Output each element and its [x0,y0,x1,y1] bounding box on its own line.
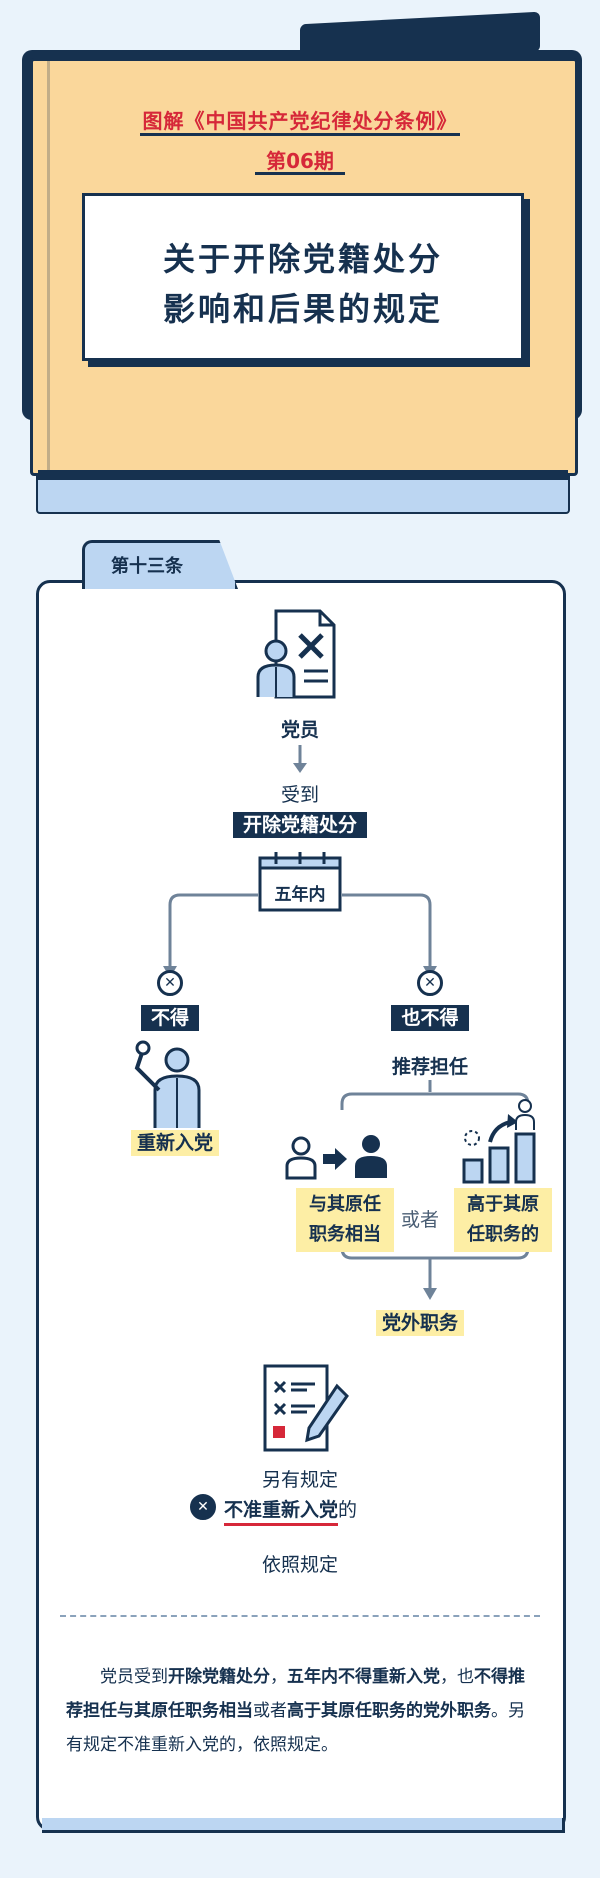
equal-position-icon [285,1135,387,1180]
no-rejoin-icon: ✕ [190,1494,216,1520]
para-seg-7: 高于其原任职务的党外职务 [287,1701,491,1721]
down-arrow-icon [293,745,307,773]
recommend-label: 推荐担任 [391,1056,468,1078]
receives-label: 受到 [280,784,319,806]
issue-number: 第06期 [266,149,334,173]
checklist-pencil-icon [263,1364,349,1452]
left-branch-label: 不得 [140,1005,199,1031]
para-seg-6: 或者 [253,1701,287,1721]
title-box: 关于开除党籍处分 影响和后果的规定 [82,193,524,361]
higher-position-icon [462,1099,536,1184]
option-b-wrap: 高于其原任职务的 [448,1188,558,1252]
no-rejoin-suffix: 的 [338,1499,358,1521]
right-deny-icon: ✕ [417,970,443,996]
issue-underline [255,172,345,175]
left-branch-result: 重新入党 [130,1130,219,1156]
expelled-document-icon [256,609,336,699]
rejoin-label-wrap: 重新入党 [120,1128,230,1156]
article-tab [82,540,238,589]
left-label-wrap: 不得 [130,1003,210,1031]
or-label: 或者 [400,1209,439,1231]
para-seg-1: 开除党籍处分 [168,1667,270,1687]
folder-shadow [38,470,568,480]
calendar-icon [258,852,342,912]
para-seg-5: 不得推荐担任与其原任职务相当 [66,1667,525,1721]
article-tab-label: 第十三条 [111,556,183,577]
branch-connector [163,893,437,978]
right-branch-label: 也不得 [391,1005,469,1031]
option-a-wrap: 与其原任职务相当 [290,1188,400,1252]
title-line-2: 影响和后果的规定 [162,290,443,328]
option-a-label: 与其原任职务相当 [296,1188,394,1252]
para-seg-2: ， [270,1667,287,1687]
series-underline [140,133,460,136]
option-b-label: 高于其原任职务的 [454,1188,552,1252]
member-label: 党员 [280,719,319,741]
no-rejoin-row: 不准重新入党的 [224,1495,358,1526]
outside-post-wrap: 党外职务 [360,1308,480,1336]
raising-hand-person-icon [134,1040,201,1128]
para-seg-8: 。另有规定不准重新入党的，依照规定。 [66,1701,525,1755]
para-seg-3: 五年内不得重新入党 [287,1667,440,1687]
divider [60,1615,540,1617]
right-label-wrap: 也不得 [370,1003,490,1031]
period-label: 五年内 [274,885,326,905]
article-card-shadow [42,1818,565,1833]
series-title: 图解《中国共产党纪律处分条例》 [142,109,458,133]
no-rejoin-label: 不准重新入党 [224,1499,339,1526]
article-paragraph: 党员受到开除党籍处分，五年内不得重新入党，也不得推荐担任与其原任职务相当或者高于… [66,1660,536,1762]
penalty-label-wrap: 开除党籍处分 [220,810,380,838]
other-rule-label: 另有规定 [261,1469,338,1491]
para-seg-0: 党员受到 [100,1667,168,1687]
title-line-1: 关于开除党籍处分 [162,240,443,278]
para-seg-4: ，也 [440,1667,474,1687]
follow-label: 依照规定 [261,1554,338,1576]
penalty-label: 开除党籍处分 [232,812,367,838]
left-deny-icon: ✕ [157,970,183,996]
right-branch-result: 党外职务 [375,1310,464,1336]
